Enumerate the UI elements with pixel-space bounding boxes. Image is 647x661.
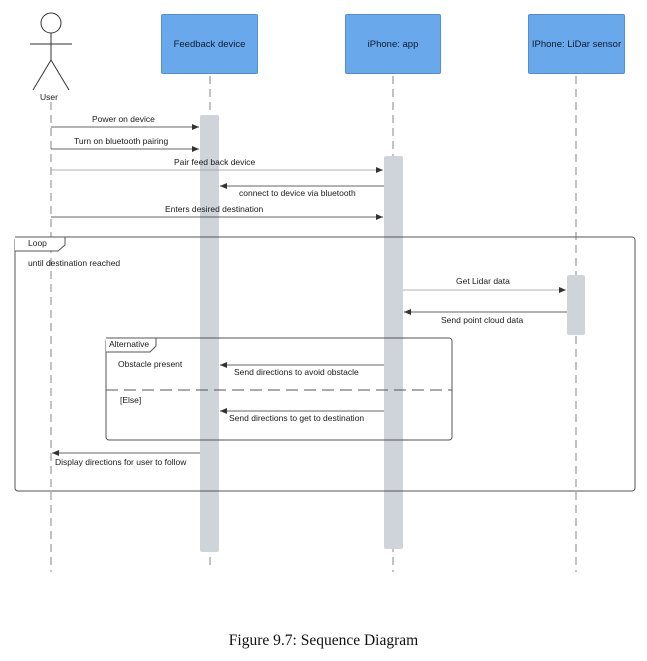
loop-frame <box>14 236 636 492</box>
message-label: Send directions to avoid obstacle <box>234 367 359 377</box>
alternative-guard-else: [Else] <box>120 395 142 405</box>
message-label: Power on device <box>92 114 155 124</box>
participant-feedback-device-label: Feedback device <box>173 38 246 50</box>
activation-lidar <box>567 275 585 335</box>
alternative-tag-box <box>106 337 157 353</box>
activation-feedback-device <box>200 115 219 552</box>
participant-user-label: User <box>40 92 58 102</box>
message-label: connect to device via bluetooth <box>239 188 356 198</box>
message-label: Send point cloud data <box>441 315 524 325</box>
participant-lidar-label: IPhone: LiDar sensor <box>531 38 622 50</box>
participant-feedback-device: Feedback device <box>161 14 258 74</box>
alternative-frame <box>105 337 453 441</box>
participant-lidar: IPhone: LiDar sensor <box>528 14 625 74</box>
user-actor-icon <box>30 12 72 91</box>
participant-iphone-app-label: iPhone: app <box>367 38 419 50</box>
alternative-guard-obstacle: Obstacle present <box>118 359 183 369</box>
loop-guard: until destination reached <box>28 258 121 268</box>
message-label: Enters desired destination <box>165 204 264 214</box>
loop-tag: Loop <box>28 238 47 248</box>
loop-tag-box <box>15 236 66 252</box>
activation-iphone-app <box>384 156 403 549</box>
message-label: Get Lidar data <box>456 276 510 286</box>
participant-iphone-app: iPhone: app <box>345 14 441 74</box>
alternative-tag: Alternative <box>109 339 150 349</box>
message-label: Pair feed back device <box>174 157 256 167</box>
figure-caption: Figure 9.7: Sequence Diagram <box>228 632 419 649</box>
message-label: Send directions to get to destination <box>229 413 365 423</box>
message-label: Turn on bluetooth pairing <box>74 136 169 146</box>
message-label: Display directions for user to follow <box>55 457 187 467</box>
